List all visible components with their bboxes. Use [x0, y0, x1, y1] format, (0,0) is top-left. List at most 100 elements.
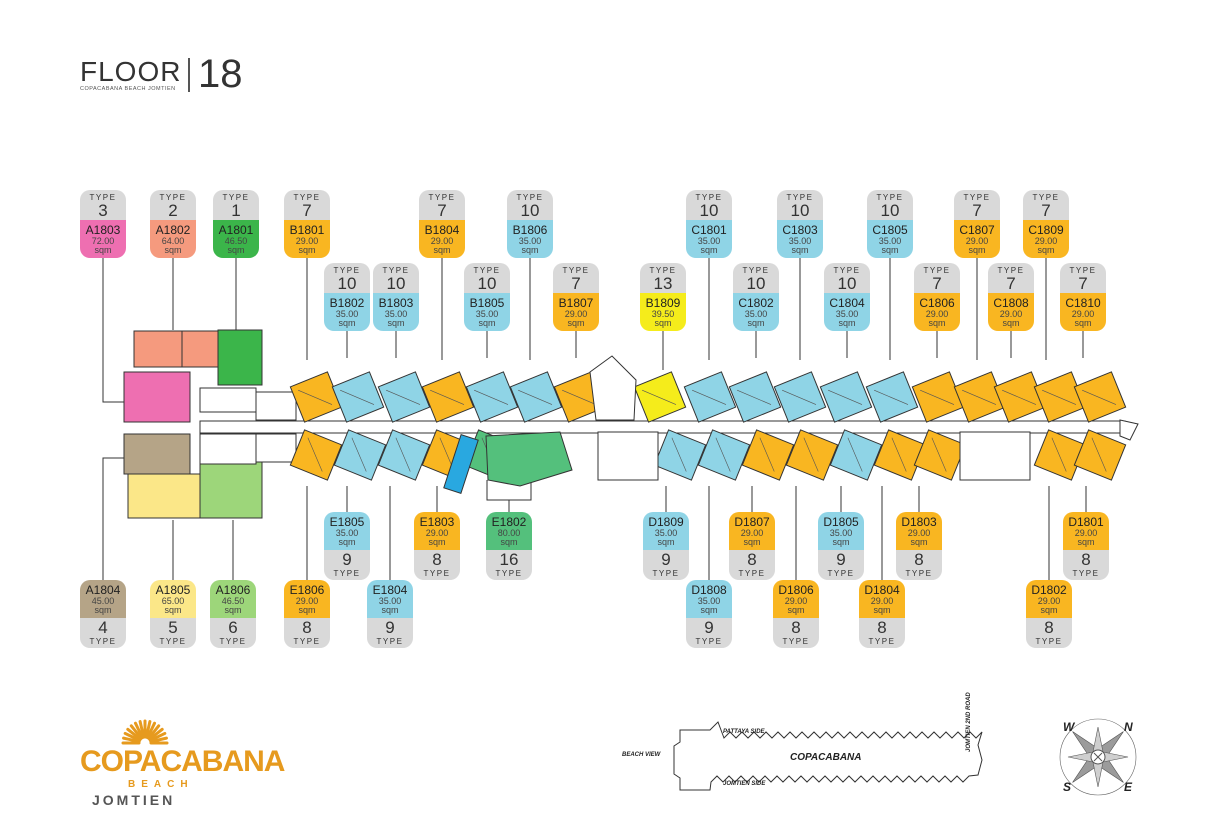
unit-module [333, 429, 387, 481]
unit-module [773, 371, 827, 423]
unit-area: 39.50 [651, 309, 675, 319]
unit-A1802b-plan [181, 330, 219, 368]
unit-area: 35.00 [335, 528, 359, 538]
unit-sqm: sqm [94, 245, 112, 255]
type-number: 9 [385, 618, 395, 637]
unit-id: B1806 [512, 223, 548, 237]
unit-id: A1801 [218, 223, 254, 237]
unit-area: 29.00 [1034, 236, 1058, 246]
unit-id: B1803 [378, 296, 414, 310]
type-number: 8 [1081, 550, 1091, 569]
unit-area: 29.00 [564, 309, 588, 319]
core-right [959, 431, 1031, 481]
unit-area: 29.00 [999, 309, 1023, 319]
brand-logo-text: COPACABANA [80, 745, 285, 778]
unit-sqm: sqm [433, 245, 451, 255]
unit-id: C1807 [959, 223, 995, 237]
unit-sqm: sqm [654, 318, 672, 328]
unit-module [819, 371, 873, 423]
lift-lobby-top [255, 391, 297, 421]
unit-area: 64.00 [161, 236, 185, 246]
type-label: TYPE [333, 569, 361, 578]
type-label: TYPE [219, 637, 247, 646]
unit-sqm: sqm [164, 605, 182, 615]
unit-sqm: sqm [521, 245, 539, 255]
unit-id: B1807 [558, 296, 594, 310]
type-label: TYPE [293, 193, 321, 202]
type-number: 10 [520, 201, 540, 220]
unit-module [865, 371, 919, 423]
compass-s: S [1063, 780, 1072, 794]
unit-area: 65.00 [161, 596, 185, 606]
type-number: 10 [837, 274, 857, 293]
type-number: 10 [746, 274, 766, 293]
unit-id: B1809 [645, 296, 681, 310]
unit-area: 35.00 [829, 528, 853, 538]
leader-line [102, 457, 124, 580]
unit-area: 29.00 [295, 596, 319, 606]
unit-sqm: sqm [338, 537, 356, 547]
unit-module [465, 371, 519, 423]
unit-id: C1809 [1028, 223, 1064, 237]
unit-module [911, 371, 965, 423]
unit-id: E1803 [419, 515, 455, 529]
type-label: TYPE [963, 193, 991, 202]
type-number: 7 [1041, 201, 1051, 220]
unit-area: 29.00 [870, 596, 894, 606]
unit-module [683, 371, 737, 423]
core-center-top [589, 355, 637, 421]
unit-area: 45.00 [91, 596, 115, 606]
compass-n: N [1124, 720, 1133, 734]
unit-sqm: sqm [1002, 318, 1020, 328]
